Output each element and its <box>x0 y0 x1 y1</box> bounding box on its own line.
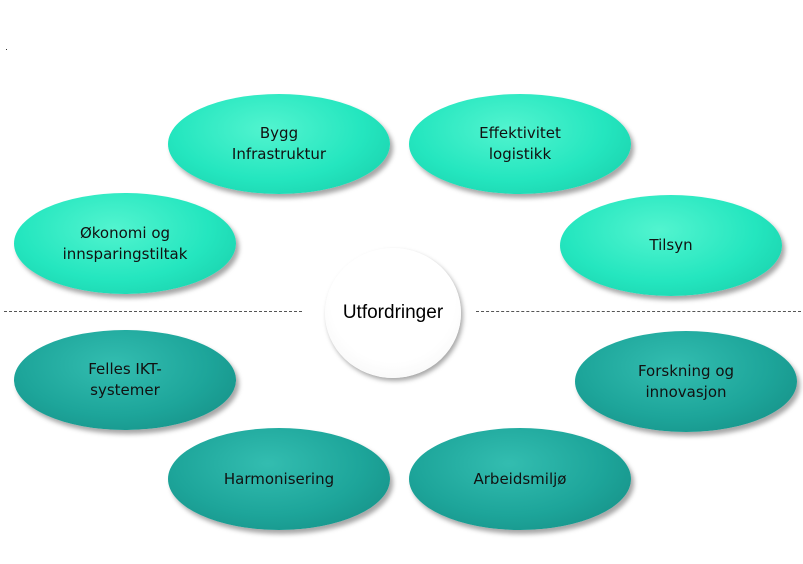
divider-line-left <box>4 311 302 312</box>
node-felles-ikt-systemer: Felles IKT- systemer <box>14 330 236 430</box>
stray-dot <box>6 49 7 50</box>
node-label: Bygg Infrastruktur <box>231 124 327 163</box>
node-effektivitet-logistikk: Effektivitet logistikk <box>409 94 631 194</box>
node-tilsyn: Tilsyn <box>560 195 782 296</box>
node-forskning-innovasjon: Forskning og innovasjon <box>575 331 797 432</box>
node-label: Felles IKT- systemer <box>88 360 162 399</box>
node-okonomi-innsparingstiltak: Økonomi og innsparingstiltak <box>14 193 236 294</box>
center-label: Utfordringer <box>342 302 444 323</box>
node-label: Forskning og innovasjon <box>637 361 735 401</box>
node-harmonisering: Harmonisering <box>168 428 390 530</box>
node-bygg-infrastruktur: Bygg Infrastruktur <box>168 94 390 194</box>
node-label: Arbeidsmiljø <box>473 469 567 488</box>
node-label: Tilsyn <box>649 236 693 254</box>
node-label: Økonomi og innsparingstiltak <box>62 223 188 263</box>
node-label: Harmonisering <box>223 469 335 488</box>
center-node-utfordringer: Utfordringer <box>325 248 461 378</box>
node-label: Effektivitet logistikk <box>479 124 561 163</box>
divider-line-right <box>476 311 801 312</box>
node-arbeidsmiljo: Arbeidsmiljø <box>409 428 631 530</box>
